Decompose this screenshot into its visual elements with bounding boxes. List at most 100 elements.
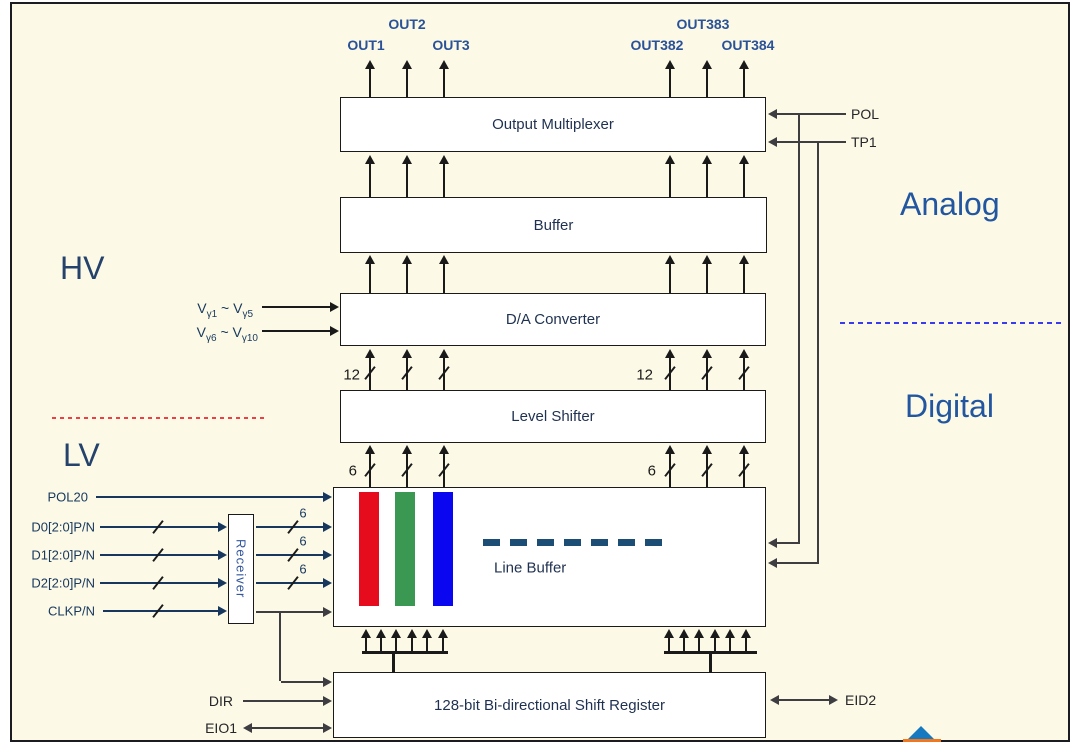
receiver-label: Receiver [233, 539, 249, 599]
arrowhead-up-icon [439, 255, 449, 264]
wire-v [745, 636, 747, 652]
wire-v [669, 67, 671, 97]
arrowhead-left-icon [768, 109, 777, 119]
eio1-label: EIO1 [205, 720, 237, 736]
gamma-ref-row1: Vγ1 ~ Vγ5 [197, 300, 253, 320]
dir-label: DIR [208, 693, 233, 709]
shift-register-label: 128-bit Bi-directional Shift Register [434, 696, 665, 714]
arrowhead-up-icon [439, 445, 449, 454]
arrowhead-up-icon [439, 60, 449, 69]
wire-v [669, 162, 671, 197]
wire-v [669, 262, 671, 293]
wire-v [365, 636, 367, 652]
wire-h [243, 700, 324, 702]
arrowhead-right-icon [218, 578, 227, 588]
digital-zone-label: Digital [905, 388, 994, 424]
arrowhead-up-icon [365, 255, 375, 264]
arrowhead-up-icon [739, 60, 749, 69]
arrowhead-up-icon [702, 155, 712, 164]
arrowhead-left-icon [770, 695, 779, 705]
gamma-ref-row2: Vγ6 ~ Vγ10 [196, 324, 258, 344]
wire-h [100, 582, 219, 584]
wire-v [395, 636, 397, 652]
wire-v [443, 162, 445, 197]
arrowhead-up-icon [402, 255, 412, 264]
analog-digital-divider-line [840, 322, 1063, 324]
wire-h [256, 611, 324, 613]
arrowhead-up-icon [665, 445, 675, 454]
arrowhead-up-icon [739, 349, 749, 358]
wire-v [798, 114, 800, 543]
hv-zone-label: HV [60, 250, 105, 286]
wire-v [729, 636, 731, 652]
arrowhead-up-icon [391, 629, 401, 638]
level-shifter-label: Level Shifter [511, 408, 595, 425]
wire-h [776, 542, 800, 544]
d2-label: D2[2:0]P/N [31, 575, 95, 591]
out384-label: OUT384 [721, 37, 775, 53]
arrowhead-up-icon [407, 629, 417, 638]
arrowhead-up-icon [402, 445, 412, 454]
output-multiplexer-block: Output Multiplexer [340, 97, 766, 152]
arrowhead-up-icon [665, 349, 675, 358]
line-buffer-ellipsis-dashes [483, 539, 663, 546]
arrowhead-left-icon [768, 558, 777, 568]
rgb-bar-green [395, 492, 415, 606]
arrowhead-right-icon [323, 522, 332, 532]
clk-label: CLKP/N [48, 603, 95, 619]
arrowhead-up-icon [402, 155, 412, 164]
arrowhead-up-icon [365, 445, 375, 454]
wire-v [668, 636, 670, 652]
wire-h [251, 727, 324, 729]
arrowhead-right-icon [323, 492, 332, 502]
bus6-left-label: 6 [348, 462, 357, 480]
arrowhead-right-icon [323, 723, 332, 733]
arrowhead-up-icon [422, 629, 432, 638]
rcv-bus6-label-2: 6 [299, 533, 307, 549]
arrowhead-up-icon [365, 155, 375, 164]
wire-v [279, 612, 281, 681]
arrowhead-up-icon [679, 629, 689, 638]
arrowhead-up-icon [702, 445, 712, 454]
wire-v [706, 162, 708, 197]
arrowhead-right-icon [829, 695, 838, 705]
wire-v [369, 67, 371, 97]
wire-v [743, 67, 745, 97]
da-converter-block: D/A Converter [340, 293, 766, 346]
arrowhead-left-icon [768, 538, 777, 548]
rgb-bar-blue [433, 492, 453, 606]
arrowhead-right-icon [323, 607, 332, 617]
buffer-label: Buffer [533, 216, 574, 234]
arrowhead-up-icon [402, 60, 412, 69]
arrowhead-up-icon [694, 629, 704, 638]
buffer-block: Buffer [340, 197, 767, 253]
pol-label: POL [851, 106, 880, 122]
arrowhead-right-icon [218, 550, 227, 560]
wire-v [698, 636, 700, 652]
arrowhead-left-icon [768, 137, 777, 147]
arrowhead-up-icon [665, 60, 675, 69]
wire-v [443, 67, 445, 97]
arrowhead-up-icon [702, 349, 712, 358]
pointer-artifact-icon [907, 726, 935, 740]
da-converter-label: D/A Converter [505, 311, 601, 328]
arrowhead-up-icon [665, 155, 675, 164]
wire-v [411, 636, 413, 652]
wire-h [100, 554, 219, 556]
shift-register-block: 128-bit Bi-directional Shift Register [333, 672, 766, 738]
wire-v [380, 636, 382, 652]
wire-v [817, 142, 819, 563]
bus6-right-label: 6 [647, 462, 656, 480]
arrowhead-right-icon [323, 550, 332, 560]
wire-v [706, 262, 708, 293]
wire-v [391, 652, 395, 672]
bus12-right-label: 12 [636, 366, 653, 384]
arrowhead-up-icon [739, 445, 749, 454]
line-buffer-label: Line Buffer [494, 559, 567, 577]
wire-h [362, 650, 448, 654]
arrowhead-up-icon [741, 629, 751, 638]
out1-label: OUT1 [347, 37, 385, 53]
receiver-block: Receiver [228, 514, 254, 624]
arrowhead-left-icon [243, 723, 252, 733]
